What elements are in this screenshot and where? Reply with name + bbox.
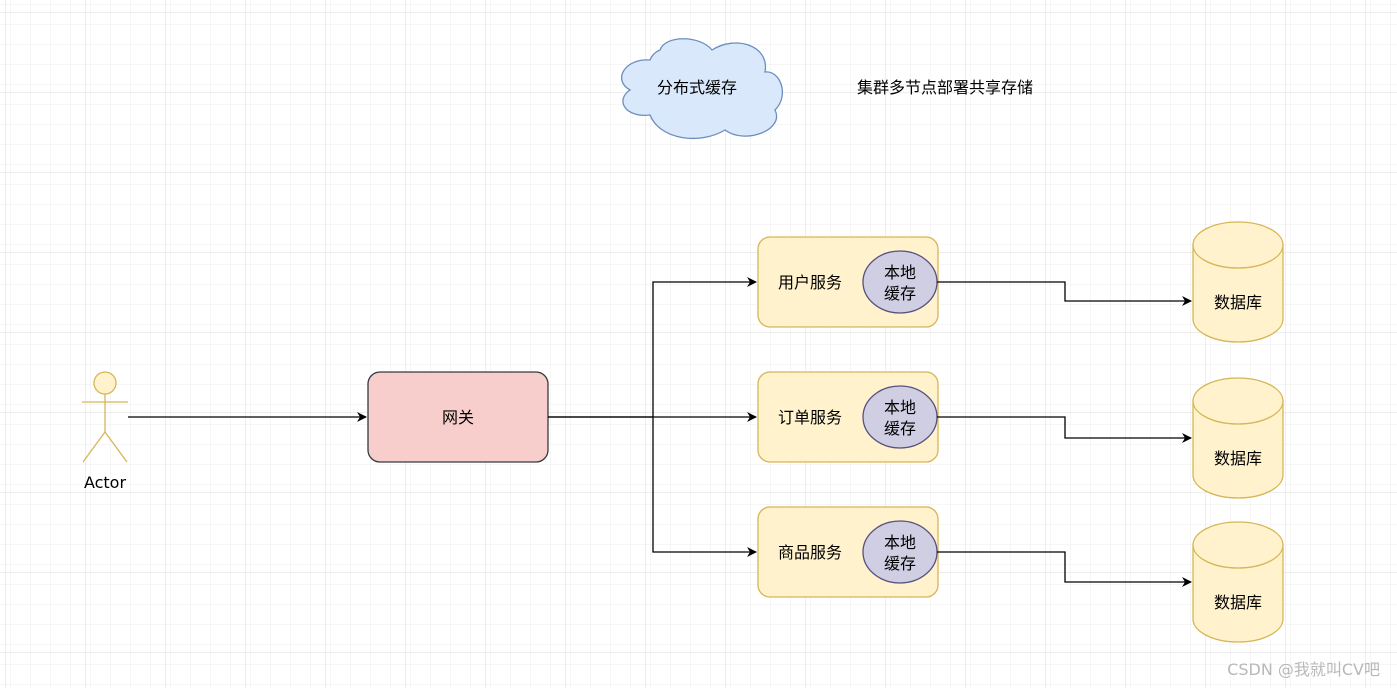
local-cache-label-line2: 缓存: [884, 284, 916, 303]
local-cache-label-line2: 缓存: [884, 554, 916, 573]
gateway-node[interactable]: 网关: [367, 371, 549, 463]
cloud-label: 分布式缓存: [657, 78, 737, 97]
actor-right-leg: [104, 431, 128, 463]
product-service-local-cache[interactable]: 本地 缓存: [862, 520, 938, 584]
local-cache-label-line2: 缓存: [884, 419, 916, 438]
distributed-cache-cloud[interactable]: 分布式缓存: [620, 38, 784, 140]
product-service-label: 商品服务: [778, 543, 842, 562]
database-label: 数据库: [1214, 449, 1262, 468]
user-service-label: 用户服务: [778, 273, 842, 292]
product-service-node[interactable]: 商品服务 本地 缓存: [757, 506, 939, 598]
actor-left-leg: [82, 431, 106, 463]
csdn-watermark: CSDN @我就叫CV吧: [1227, 660, 1380, 679]
user-service-local-cache[interactable]: 本地 缓存: [862, 250, 938, 314]
local-cache-label-line1: 本地: [884, 533, 916, 552]
edge-order-cache-to-db: [937, 416, 1192, 443]
gateway-label: 网关: [442, 408, 474, 427]
edge-gateway-to-product-service: [652, 417, 757, 557]
order-service-local-cache[interactable]: 本地 缓存: [862, 385, 938, 449]
order-database[interactable]: 数据库: [1192, 377, 1284, 499]
database-label: 数据库: [1214, 293, 1262, 312]
order-service-label: 订单服务: [778, 408, 842, 427]
product-database[interactable]: 数据库: [1192, 521, 1284, 643]
actor[interactable]: Actor: [82, 371, 128, 492]
cluster-note: 集群多节点部署共享存储: [857, 78, 1033, 97]
database-label: 数据库: [1214, 593, 1262, 612]
actor-label: Actor: [84, 473, 127, 492]
user-database[interactable]: 数据库: [1192, 221, 1284, 343]
local-cache-label-line1: 本地: [884, 263, 916, 282]
order-service-node[interactable]: 订单服务 本地 缓存: [757, 371, 939, 463]
edge-user-cache-to-db: [937, 281, 1192, 306]
actor-head: [93, 371, 117, 395]
user-service-node[interactable]: 用户服务 本地 缓存: [757, 236, 939, 328]
local-cache-label-line1: 本地: [884, 398, 916, 417]
edge-product-cache-to-db: [937, 551, 1192, 587]
